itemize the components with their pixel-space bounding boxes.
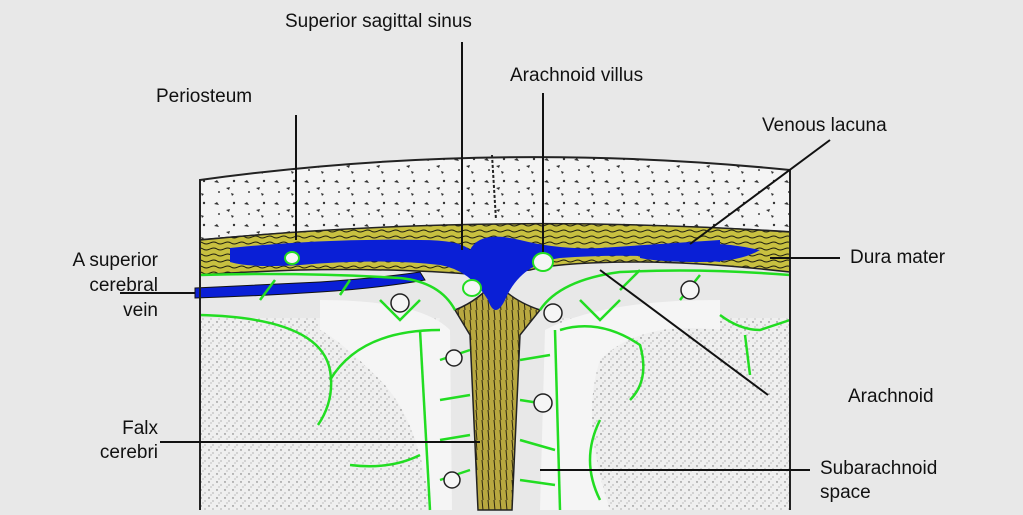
label-falx-cerebri-2: cerebri	[8, 441, 158, 464]
label-superior-cerebral-vein-2: cerebral	[8, 274, 158, 297]
arachnoid-villus-shape	[533, 253, 553, 271]
label-arachnoid-villus: Arachnoid villus	[510, 64, 643, 87]
label-periosteum: Periosteum	[156, 85, 252, 108]
label-superior-cerebral-vein-1: A superior	[8, 249, 158, 272]
label-subarachnoid-space-1: Subarachnoid	[820, 457, 937, 480]
label-dura-mater: Dura mater	[850, 246, 945, 269]
label-subarachnoid-space-2: space	[820, 481, 871, 504]
label-falx-cerebri-1: Falx	[8, 417, 158, 440]
label-superior-cerebral-vein-3: vein	[8, 299, 158, 322]
label-arachnoid: Arachnoid	[848, 385, 934, 408]
label-venous-lacuna: Venous lacuna	[762, 114, 887, 137]
label-superior-sagittal-sinus: Superior sagittal sinus	[285, 10, 472, 33]
superior-cerebral-vein	[195, 272, 425, 298]
